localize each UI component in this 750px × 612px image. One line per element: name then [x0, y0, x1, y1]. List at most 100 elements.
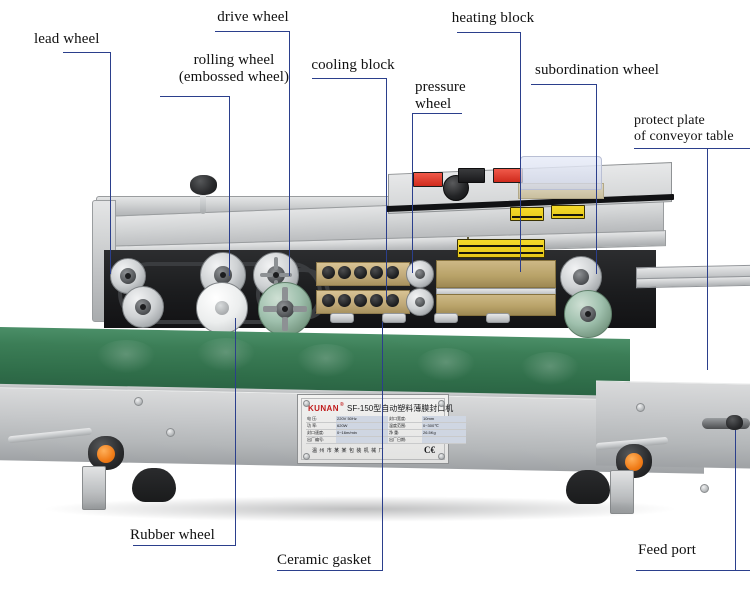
callout-feed-port: Feed port: [638, 542, 696, 558]
frame-screw: [134, 397, 143, 406]
cooling-hole: [386, 294, 399, 307]
leader-cooling-block-horizontal: [312, 78, 387, 79]
ce-mark: C€: [424, 445, 435, 455]
leader-drive-wheel-horizontal: [215, 31, 290, 32]
nameplate: KUNAN ® SF-150型自动塑料薄膜封口机 电 压: 220V 50Hz …: [297, 394, 466, 464]
spec-value: 620W: [336, 423, 388, 430]
rubber-foot-right: [566, 470, 610, 504]
cooling-hole: [322, 294, 335, 307]
tension-knob[interactable]: [190, 175, 217, 195]
feed-port-knob[interactable]: [726, 415, 743, 430]
leader-subordination-wheel-vertical: [596, 84, 597, 274]
belt-highlight: [196, 338, 256, 372]
leader-protect-plate-vertical: [707, 148, 708, 370]
tension-rod: [200, 192, 206, 214]
subordination-wheel-lower: [564, 290, 612, 338]
leader-rubber-wheel-horizontal-2: [185, 545, 236, 546]
power-switch[interactable]: [413, 172, 443, 187]
leader-rubber-wheel-horizontal: [133, 545, 185, 546]
callout-lead-wheel: lead wheel: [34, 31, 100, 47]
callout-protect-plate: protect plate of conveyor table: [634, 113, 734, 144]
leader-pressure-wheel-vertical: [412, 113, 413, 273]
warning-sticker-body: [457, 239, 545, 258]
callout-rubber-wheel: Rubber wheel: [130, 527, 215, 543]
leader-pressure-wheel-horizontal: [412, 113, 462, 114]
leader-ceramic-gasket-vertical: [382, 322, 383, 570]
caution-sticker-right: [551, 205, 585, 219]
motor-switch[interactable]: [493, 168, 523, 183]
callout-ceramic-gasket: Ceramic gasket: [277, 552, 372, 568]
leader-rubber-wheel-vertical: [235, 318, 236, 545]
lower-idler-wheel: [122, 286, 164, 328]
leader-cooling-block-vertical: [386, 78, 387, 300]
leader-lead-wheel-horizontal: [63, 52, 111, 53]
nameplate-screw: [438, 400, 445, 407]
spec-value: 10mm: [422, 416, 466, 423]
cooling-hole: [338, 294, 351, 307]
frame-screw: [700, 484, 709, 493]
callout-pressure-wheel: pressure wheel: [415, 79, 466, 112]
cooling-hole: [354, 294, 367, 307]
pressure-wheel-part-upper: [406, 260, 434, 288]
belt-tension-knob-left-cap[interactable]: [97, 445, 115, 463]
spec-key: 出厂编号:: [306, 437, 336, 444]
callout-subordination-wheel: subordination wheel: [535, 62, 659, 78]
cooling-hole: [354, 266, 367, 279]
support-leg-left: [82, 466, 106, 510]
callout-rolling-wheel: rolling wheel (embossed wheel): [178, 52, 290, 85]
nameplate-brand: KUNAN: [308, 404, 339, 413]
press-pad: [486, 313, 510, 323]
spec-key: 净 重:: [388, 430, 422, 437]
ceramic-gasket-part: [196, 282, 248, 334]
pressure-wheel-part-lower: [406, 288, 434, 316]
rubber-wheel-part: [258, 282, 312, 336]
belt-highlight: [96, 340, 156, 374]
belt-highlight: [520, 352, 580, 386]
belt-highlight: [416, 348, 476, 382]
frame-screw: [636, 403, 645, 412]
spec-key: 封口宽度:: [388, 416, 422, 423]
leader-feed-port-horizontal: [636, 570, 750, 571]
support-leg-right: [610, 470, 634, 514]
nameplate-manufacturer: 温 州 市 某 某 包 装 机 械 厂: [312, 448, 385, 454]
spec-key: 封口速度:: [306, 430, 336, 437]
heat-switch[interactable]: [458, 168, 485, 183]
caution-sticker-mech: [467, 237, 469, 239]
leader-lead-wheel-vertical: [110, 52, 111, 274]
nameplate-model: SF-150型自动塑料薄膜封口机: [347, 404, 454, 413]
spec-value: 0~16m/min: [336, 430, 388, 437]
belt-tension-knob-right-cap[interactable]: [625, 453, 643, 471]
spec-value: 26.5Kg: [422, 430, 466, 437]
nameplate-brand-mark: ®: [340, 402, 344, 408]
press-pad: [330, 313, 354, 323]
belt-highlight: [296, 344, 356, 378]
spec-key: 出厂日期:: [388, 437, 422, 444]
spec-value: [422, 437, 466, 444]
leader-ceramic-gasket-horizontal: [277, 570, 383, 571]
callout-drive-wheel: drive wheel: [217, 9, 289, 25]
cooling-hole: [370, 266, 383, 279]
transparent-cover: [520, 156, 602, 190]
frame-screw: [166, 428, 175, 437]
spec-key: 功 率:: [306, 423, 336, 430]
callout-cooling-block: cooling block: [311, 57, 395, 73]
cooling-hole: [386, 266, 399, 279]
cooling-hole: [338, 266, 351, 279]
leader-subordination-wheel-horizontal: [531, 84, 597, 85]
callout-heating-block: heating block: [451, 10, 535, 26]
rubber-foot-left: [132, 468, 176, 502]
leader-drive-wheel-vertical: [289, 31, 290, 276]
cooling-hole: [370, 294, 383, 307]
nameplate-screw: [438, 453, 445, 460]
nameplate-screw: [303, 453, 310, 460]
ground-shadow: [40, 496, 680, 522]
nameplate-screw: [303, 400, 310, 407]
spec-value: [336, 437, 388, 444]
leader-heating-block-vertical: [520, 32, 521, 272]
leader-rolling-wheel-vertical: [229, 96, 230, 276]
leader-feed-port-vertical: [735, 430, 736, 570]
spec-key: 温度范围:: [388, 423, 422, 430]
leader-heating-block-horizontal: [457, 32, 521, 33]
